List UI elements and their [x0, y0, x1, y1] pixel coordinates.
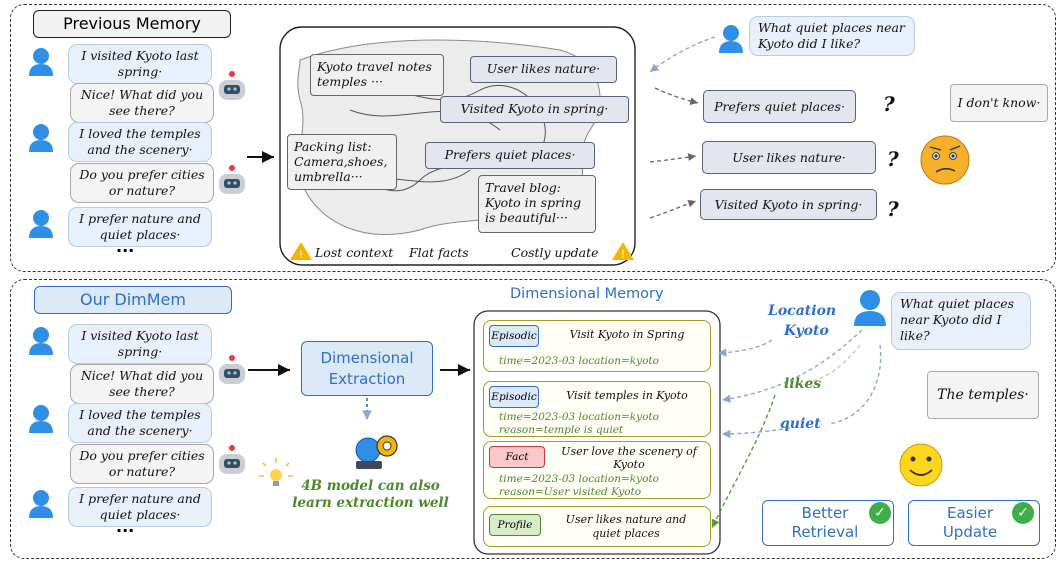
ellipsis: ··· — [116, 241, 135, 260]
benefit-label: Easier Update — [942, 504, 998, 541]
memory-note: Packing list: Camera,shoes, umbrella··· — [287, 134, 397, 190]
problem-label: Flat facts — [409, 245, 469, 260]
model-icon — [355, 435, 398, 469]
svg-text:!: ! — [621, 248, 625, 261]
previous-memory-panel — [10, 4, 1056, 272]
svg-text:!: ! — [299, 248, 303, 261]
retrieved-fact: User likes nature· — [702, 141, 876, 174]
memory-title: User love the scenery of Kyoto — [561, 445, 697, 471]
confused-face-icon — [920, 135, 970, 185]
smiling-face-icon — [899, 443, 943, 487]
user-message: I prefer nature and quiet places· — [68, 487, 212, 527]
memory-fact: Visited Kyoto in spring· — [440, 96, 629, 123]
memory-type-tag: Fact — [489, 446, 545, 468]
memory-item: Episodic Visit Kyoto in Spring time=2023… — [483, 320, 711, 372]
memory-type-tag: Profile — [489, 514, 541, 536]
benefit-label: Better Retrieval — [791, 504, 859, 541]
memory-detail: reason=temple is quiet — [499, 424, 624, 436]
memory-title: Visit temples in Kyoto — [566, 389, 688, 402]
model-note: 4B model can also learn extraction well — [292, 478, 449, 511]
dimensional-memory-title: Dimensional Memory — [510, 286, 664, 302]
user-icon — [29, 25, 886, 518]
cue-quiet: quiet — [780, 416, 821, 432]
assistant-message: Do you prefer cities or nature? — [70, 163, 214, 203]
memory-item: Fact User love the scenery of Kyoto time… — [483, 441, 711, 499]
problem-label: Costly update — [511, 245, 599, 260]
answer-bubble: I don't know· — [950, 84, 1048, 122]
cue-location: Location — [768, 303, 837, 319]
dimmem-panel — [10, 279, 1056, 559]
warning-icon: ! — [290, 242, 312, 261]
cue-kyoto: Kyoto — [784, 323, 829, 339]
check-icon: ✓ — [1012, 502, 1034, 524]
user-message: I loved the temples and the scenery· — [68, 122, 212, 162]
assistant-message: Nice! What did you see there? — [70, 364, 214, 404]
memory-fact: Prefers quiet places· — [425, 142, 595, 169]
query-message: What quiet places near Kyoto did I like? — [749, 16, 915, 56]
memory-title: Visit Kyoto in Spring — [569, 328, 685, 341]
user-message: I prefer nature and quiet places· — [68, 207, 212, 247]
memory-fact: User likes nature· — [470, 56, 617, 83]
user-message: I loved the temples and the scenery· — [68, 403, 212, 443]
previous-memory-title: Previous Memory — [33, 10, 231, 38]
check-icon: ✓ — [869, 502, 891, 524]
memory-type-tag: Episodic — [489, 325, 539, 347]
ellipsis: ··· — [116, 521, 135, 540]
dimensional-extraction-box: Dimensional Extraction — [301, 341, 433, 396]
memory-detail: reason=User visited Kyoto — [499, 486, 642, 498]
robot-icon — [219, 71, 245, 474]
memory-item: Profile User likes nature and quiet plac… — [483, 506, 711, 547]
user-message: I visited Kyoto last spring· — [68, 44, 212, 84]
answer-bubble: The temples· — [927, 371, 1039, 419]
cue-likes: likes — [784, 376, 822, 392]
problem-label: Lost context — [315, 245, 394, 260]
question-mark: ? — [887, 197, 899, 221]
assistant-message: Nice! What did you see there? — [70, 83, 214, 123]
memory-note: Travel blog: Kyoto in spring is beautifu… — [478, 175, 596, 233]
user-message: I visited Kyoto last spring· — [68, 324, 212, 364]
dimmem-title: Our DimMem — [34, 286, 232, 314]
query-message: What quiet places near Kyoto did I like? — [891, 292, 1031, 350]
question-mark: ? — [887, 147, 899, 171]
lightbulb-icon — [259, 458, 293, 486]
warning-icon: ! — [612, 242, 634, 261]
memory-type-tag: Episodic — [489, 386, 539, 408]
memory-title: User likes nature and quiet places — [565, 513, 687, 540]
memory-detail: time=2023-03 location=kyoto — [499, 411, 659, 423]
retrieved-fact: Visited Kyoto in spring· — [700, 189, 877, 220]
memory-detail: time=2023-03 location=kyoto — [499, 473, 659, 485]
retrieved-fact: Prefers quiet places· — [703, 90, 856, 123]
memory-item: Episodic Visit temples in Kyoto time=202… — [483, 381, 711, 437]
assistant-message: Do you prefer cities or nature? — [70, 444, 214, 484]
memory-note: Kyoto travel notes temples ··· — [310, 54, 444, 96]
memory-detail: time=2023-03 location=kyoto — [499, 355, 659, 367]
question-mark: ? — [883, 92, 895, 116]
